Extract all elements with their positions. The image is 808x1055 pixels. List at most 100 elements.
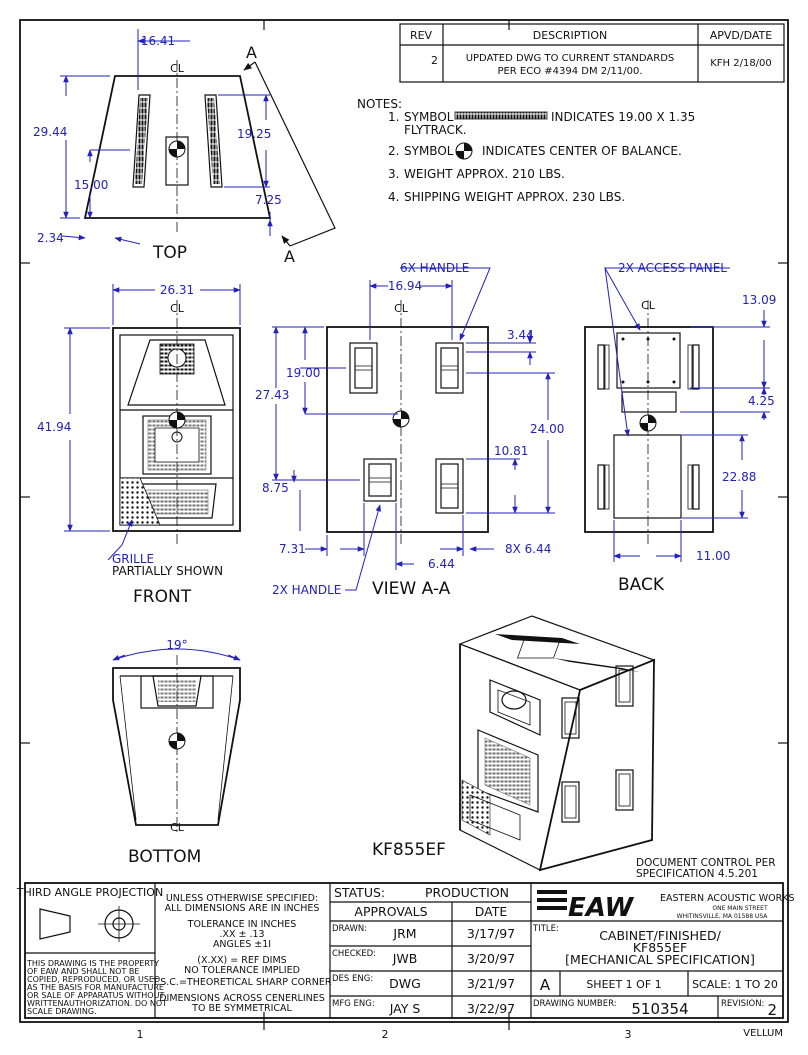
rev-description-line2: PER ECO #4394 DM 2/11/00. [497, 66, 642, 77]
top-view: CL A A 16.41 29.44 [33, 29, 336, 266]
approvals-header: APPROVALS [354, 904, 427, 919]
drawn-label: DRAWN: [332, 924, 367, 934]
title-block: THIRD ANGLE PROJECTION THIS DRAWING IS T… [16, 882, 794, 1019]
rev-header: REV [410, 29, 433, 42]
note-1-post: INDICATES 19.00 X 1.35 [551, 110, 695, 124]
checked-label: CHECKED: [332, 949, 376, 959]
dim-top-track: 19.25 [237, 127, 271, 141]
side-handle [597, 464, 610, 510]
tolerance-line2: .XX ± .13 [219, 929, 264, 940]
dim-aa-3-44: 3.44 [507, 328, 534, 342]
flytrack-left [132, 94, 151, 188]
dim-front-height: 41.94 [37, 420, 71, 434]
drawing-scale: SCALE: 1 TO 20 [692, 978, 778, 991]
dim-bottom-angle: 19° [166, 638, 187, 652]
company-address2: WHITINSVILLE, MA 01588 USA [677, 913, 769, 920]
view-label-back: BACK [618, 575, 665, 595]
section-mark-top: A [246, 43, 257, 62]
notes-title: NOTES: [357, 97, 402, 111]
dim-top-depth: 29.44 [33, 125, 67, 139]
ref-dims-line2: NO TOLERANCE IMPLIED [184, 965, 300, 976]
company-address1: ONE MAIN STREET [712, 905, 768, 912]
dim-aa-27: 27.43 [255, 388, 289, 402]
mfg-eng-date: 3/22/97 [467, 1001, 515, 1016]
description-header: DESCRIPTION [533, 29, 607, 42]
note-3-text: WEIGHT APPROX. 210 LBS. [404, 167, 565, 181]
vellum-label: VELLUM [743, 1028, 783, 1039]
note-3-num: 3. [388, 167, 399, 181]
side-handle [687, 344, 700, 390]
view-label-front: FRONT [133, 587, 192, 607]
six-handle-callout: 6X HANDLE [400, 261, 469, 275]
notes-block: NOTES: 1. SYMBOL INDICATES 19.00 X 1.35 … [357, 97, 695, 204]
model-label: KF855EF [372, 840, 446, 860]
note-2-post: INDICATES CENTER OF BALANCE. [482, 144, 682, 158]
zone-number: 3 [625, 1028, 632, 1041]
dim-aa-handle-width: 16.94 [388, 279, 422, 293]
property-line: AS THE BASIS FOR MANUFACTURE [27, 983, 164, 992]
drawing-number-label: DRAWING NUMBER: [533, 999, 617, 1009]
side-handle [687, 464, 700, 510]
section-mark-bottom: A [284, 247, 295, 266]
dim-back-13: 13.09 [742, 293, 776, 307]
sheet-number: SHEET 1 OF 1 [586, 978, 661, 991]
tolerance-line3: ANGLES ±1I [213, 939, 271, 950]
handle [349, 342, 378, 394]
symmetry-line1: DIMENSIONS ACROSS CENERLINES [159, 993, 325, 1004]
dim-back-11: 11.00 [696, 549, 730, 563]
dim-top-depth-half: 15.00 [74, 178, 108, 192]
apvd-header: APVD/DATE [710, 29, 773, 42]
dim-aa-8x: 8X 6.44 [505, 542, 551, 556]
checked-date: 3/20/97 [467, 951, 515, 966]
center-of-balance-icon [392, 410, 410, 428]
centerline-mark: CL [170, 821, 185, 834]
handle [561, 781, 580, 823]
handle [561, 697, 580, 739]
view-label-bottom: BOTTOM [128, 847, 201, 867]
note-1-pre: SYMBOL [404, 110, 454, 124]
spec-line2: ALL DIMENSIONS ARE IN INCHES [165, 903, 320, 914]
property-line: SCALE DRAWING. [27, 1007, 97, 1016]
dim-back-22-88: 22.88 [722, 470, 756, 484]
centerline-mark: CL [394, 302, 409, 315]
status-label: STATUS: [334, 885, 385, 900]
back-view: CL 2X ACCESS PANEL 13.09 4.25 [584, 261, 776, 595]
symmetry-line2: TO BE SYMMETRICAL [191, 1003, 292, 1014]
title-label: TITLE: [532, 924, 559, 934]
checked-name: JWB [392, 951, 418, 966]
sheet-size: A [540, 976, 551, 994]
note-2-pre: SYMBOL [404, 144, 454, 158]
view-a-a: CL 16.94 6X HANDLE 19.00 [255, 261, 564, 599]
flytrack-right [204, 94, 223, 188]
centerline-mark: CL [170, 62, 185, 75]
title-line3: [MECHANICAL SPECIFICATION] [565, 952, 755, 967]
mfg-eng-name: JAY S [389, 1001, 421, 1016]
property-line: WRITTENAUTHORIZATION. DO NOT [27, 999, 167, 1008]
eaw-logo: EAW [537, 890, 634, 923]
tolerance-line1: TOLERANCE IN INCHES [187, 919, 297, 930]
property-line: OF EAW AND SHALL NOT BE [27, 967, 139, 976]
property-line: COPIED, REPRODUCED, OR USED [27, 975, 160, 984]
revision-number: 2 [767, 1001, 777, 1019]
access-panel [616, 332, 681, 389]
grille-callout-line2: PARTIALLY SHOWN [112, 564, 223, 578]
drawn-date: 3/17/97 [467, 926, 515, 941]
status-value: PRODUCTION [425, 885, 509, 900]
spec-line1: UNLESS OTHERWISE SPECIFIED: [166, 893, 318, 904]
center-of-balance-icon [639, 414, 657, 432]
center-of-balance-icon [168, 140, 186, 158]
drawing-number: 510354 [631, 1000, 688, 1018]
dim-aa-10-81: 10.81 [494, 444, 528, 458]
center-of-balance-icon [168, 411, 186, 429]
two-handle-callout: 2X HANDLE [272, 583, 341, 597]
rev-description-line1: UPDATED DWG TO CURRENT STANDARDS [466, 53, 675, 64]
handle [435, 458, 464, 514]
tsc-note: T.S.C.=THEORETICAL SHARP CORNER [152, 977, 332, 988]
handle [615, 665, 634, 707]
dim-top-width: 16.41 [141, 34, 175, 48]
centerline-mark: CL [170, 302, 185, 315]
des-eng-name: DWG [389, 976, 421, 991]
isometric-view: KF855EF [372, 615, 656, 872]
centerline-mark: CL [641, 299, 656, 312]
